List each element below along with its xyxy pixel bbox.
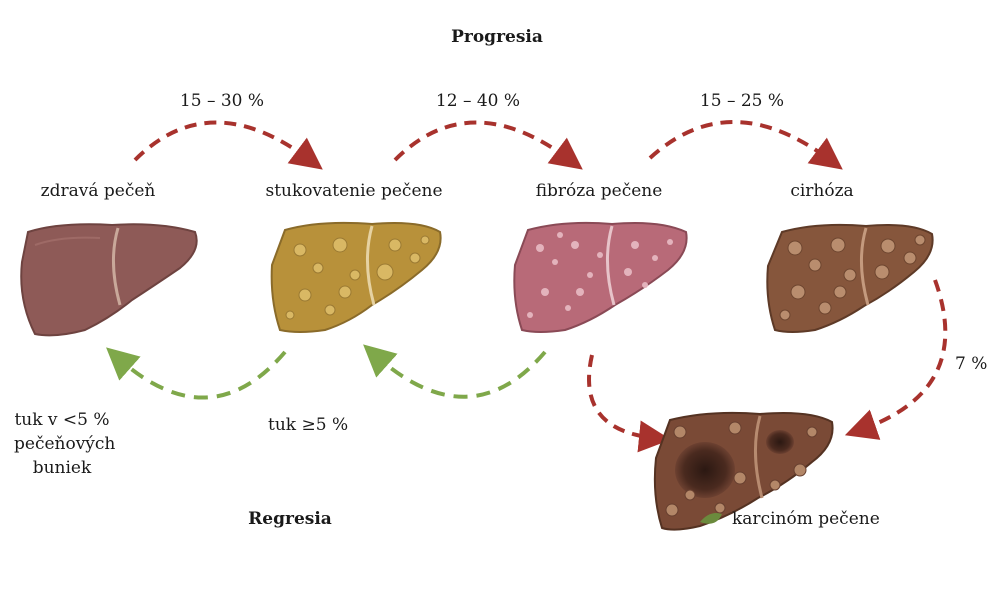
arrow-steatosis-to-healthy	[106, 347, 287, 400]
arrow-fibrosis-to-cirrhosis	[648, 120, 843, 170]
note-healthy-fat-line-2: pečeňových	[14, 434, 116, 454]
arrow-fibrosis-to-carcinoma	[587, 354, 671, 453]
cirrhosis-liver-illustration	[766, 223, 934, 333]
fibrosis-liver-illustration	[513, 221, 688, 333]
stage-steatosis-label: stukovatenie pečene	[265, 181, 443, 201]
arrow-healthy-to-steatosis	[133, 120, 323, 170]
note-healthy-fat-line-1: tuk v <5 %	[14, 410, 110, 430]
steatosis-liver-illustration	[270, 221, 442, 333]
stage-healthy-label: zdravá pečeň	[40, 181, 156, 201]
note-healthy-fat: tuk v <5 % pečeňových buniek	[14, 408, 116, 480]
rate-steatosis-to-fibrosis: 12 – 40 %	[435, 91, 521, 111]
carcinoma-liver-illustration	[653, 411, 834, 531]
arrow-fibrosis-to-steatosis	[363, 344, 547, 399]
arrow-cirrhosis-to-carcinoma	[844, 279, 948, 440]
regression-title: Regresia	[248, 509, 332, 529]
note-steatosis-fat: tuk ≥5 %	[268, 415, 349, 435]
stage-fibrosis-label: fibróza pečene	[535, 181, 663, 201]
healthy-liver-illustration	[20, 223, 198, 337]
progression-title: Progresia	[451, 27, 543, 47]
note-healthy-fat-line-3: buniek	[32, 458, 92, 478]
rate-fibrosis-to-cirrhosis: 15 – 25 %	[699, 91, 785, 111]
stage-cirrhosis-label: cirhóza	[790, 181, 854, 201]
rate-healthy-to-steatosis: 15 – 30 %	[179, 91, 265, 111]
rate-cirrhosis-to-carcinoma: 7 %	[955, 354, 988, 374]
arrow-steatosis-to-fibrosis	[393, 120, 583, 170]
stage-carcinoma-label: karcinóm pečene	[732, 509, 880, 529]
